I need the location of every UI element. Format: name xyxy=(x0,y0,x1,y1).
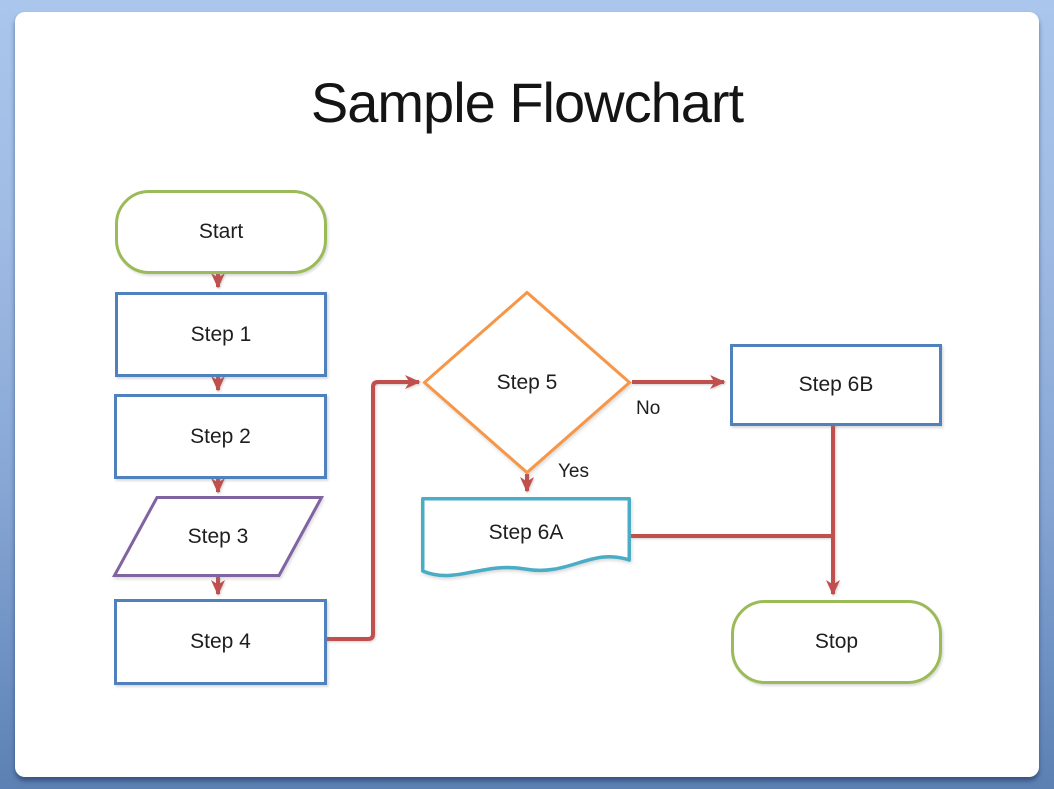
node-step6b: Step 6B xyxy=(730,344,942,426)
node-step1: Step 1 xyxy=(115,292,327,377)
diamond-shape xyxy=(422,290,632,475)
node-step6a: Step 6A xyxy=(421,497,631,585)
node-step2-label: Step 2 xyxy=(190,424,251,448)
node-step1-label: Step 1 xyxy=(190,322,252,346)
node-start-label: Start xyxy=(198,220,244,243)
slide-title: Sample Flowchart xyxy=(310,71,744,134)
edge-label-yes: Yes xyxy=(558,461,589,482)
node-stop: Stop xyxy=(731,600,942,684)
node-step6a-label: Step 6A xyxy=(488,521,564,544)
node-step6b-label: Step 6B xyxy=(798,373,874,396)
parallelogram-shape xyxy=(111,496,325,577)
node-stop-label: Stop xyxy=(814,630,859,653)
node-step3: Step 3 xyxy=(111,496,325,577)
node-step5: Step 5 xyxy=(422,290,632,475)
node-step2: Step 2 xyxy=(114,394,327,479)
node-step4-label: Step 4 xyxy=(190,630,251,653)
connector-step4-step5 xyxy=(322,375,421,641)
edge-label-no: No xyxy=(636,398,661,419)
node-step4: Step 4 xyxy=(114,599,327,685)
node-start: Start xyxy=(115,190,327,274)
node-step3-label: Step 3 xyxy=(187,524,249,548)
node-step5-label: Step 5 xyxy=(496,370,558,394)
document-shape xyxy=(421,497,631,578)
